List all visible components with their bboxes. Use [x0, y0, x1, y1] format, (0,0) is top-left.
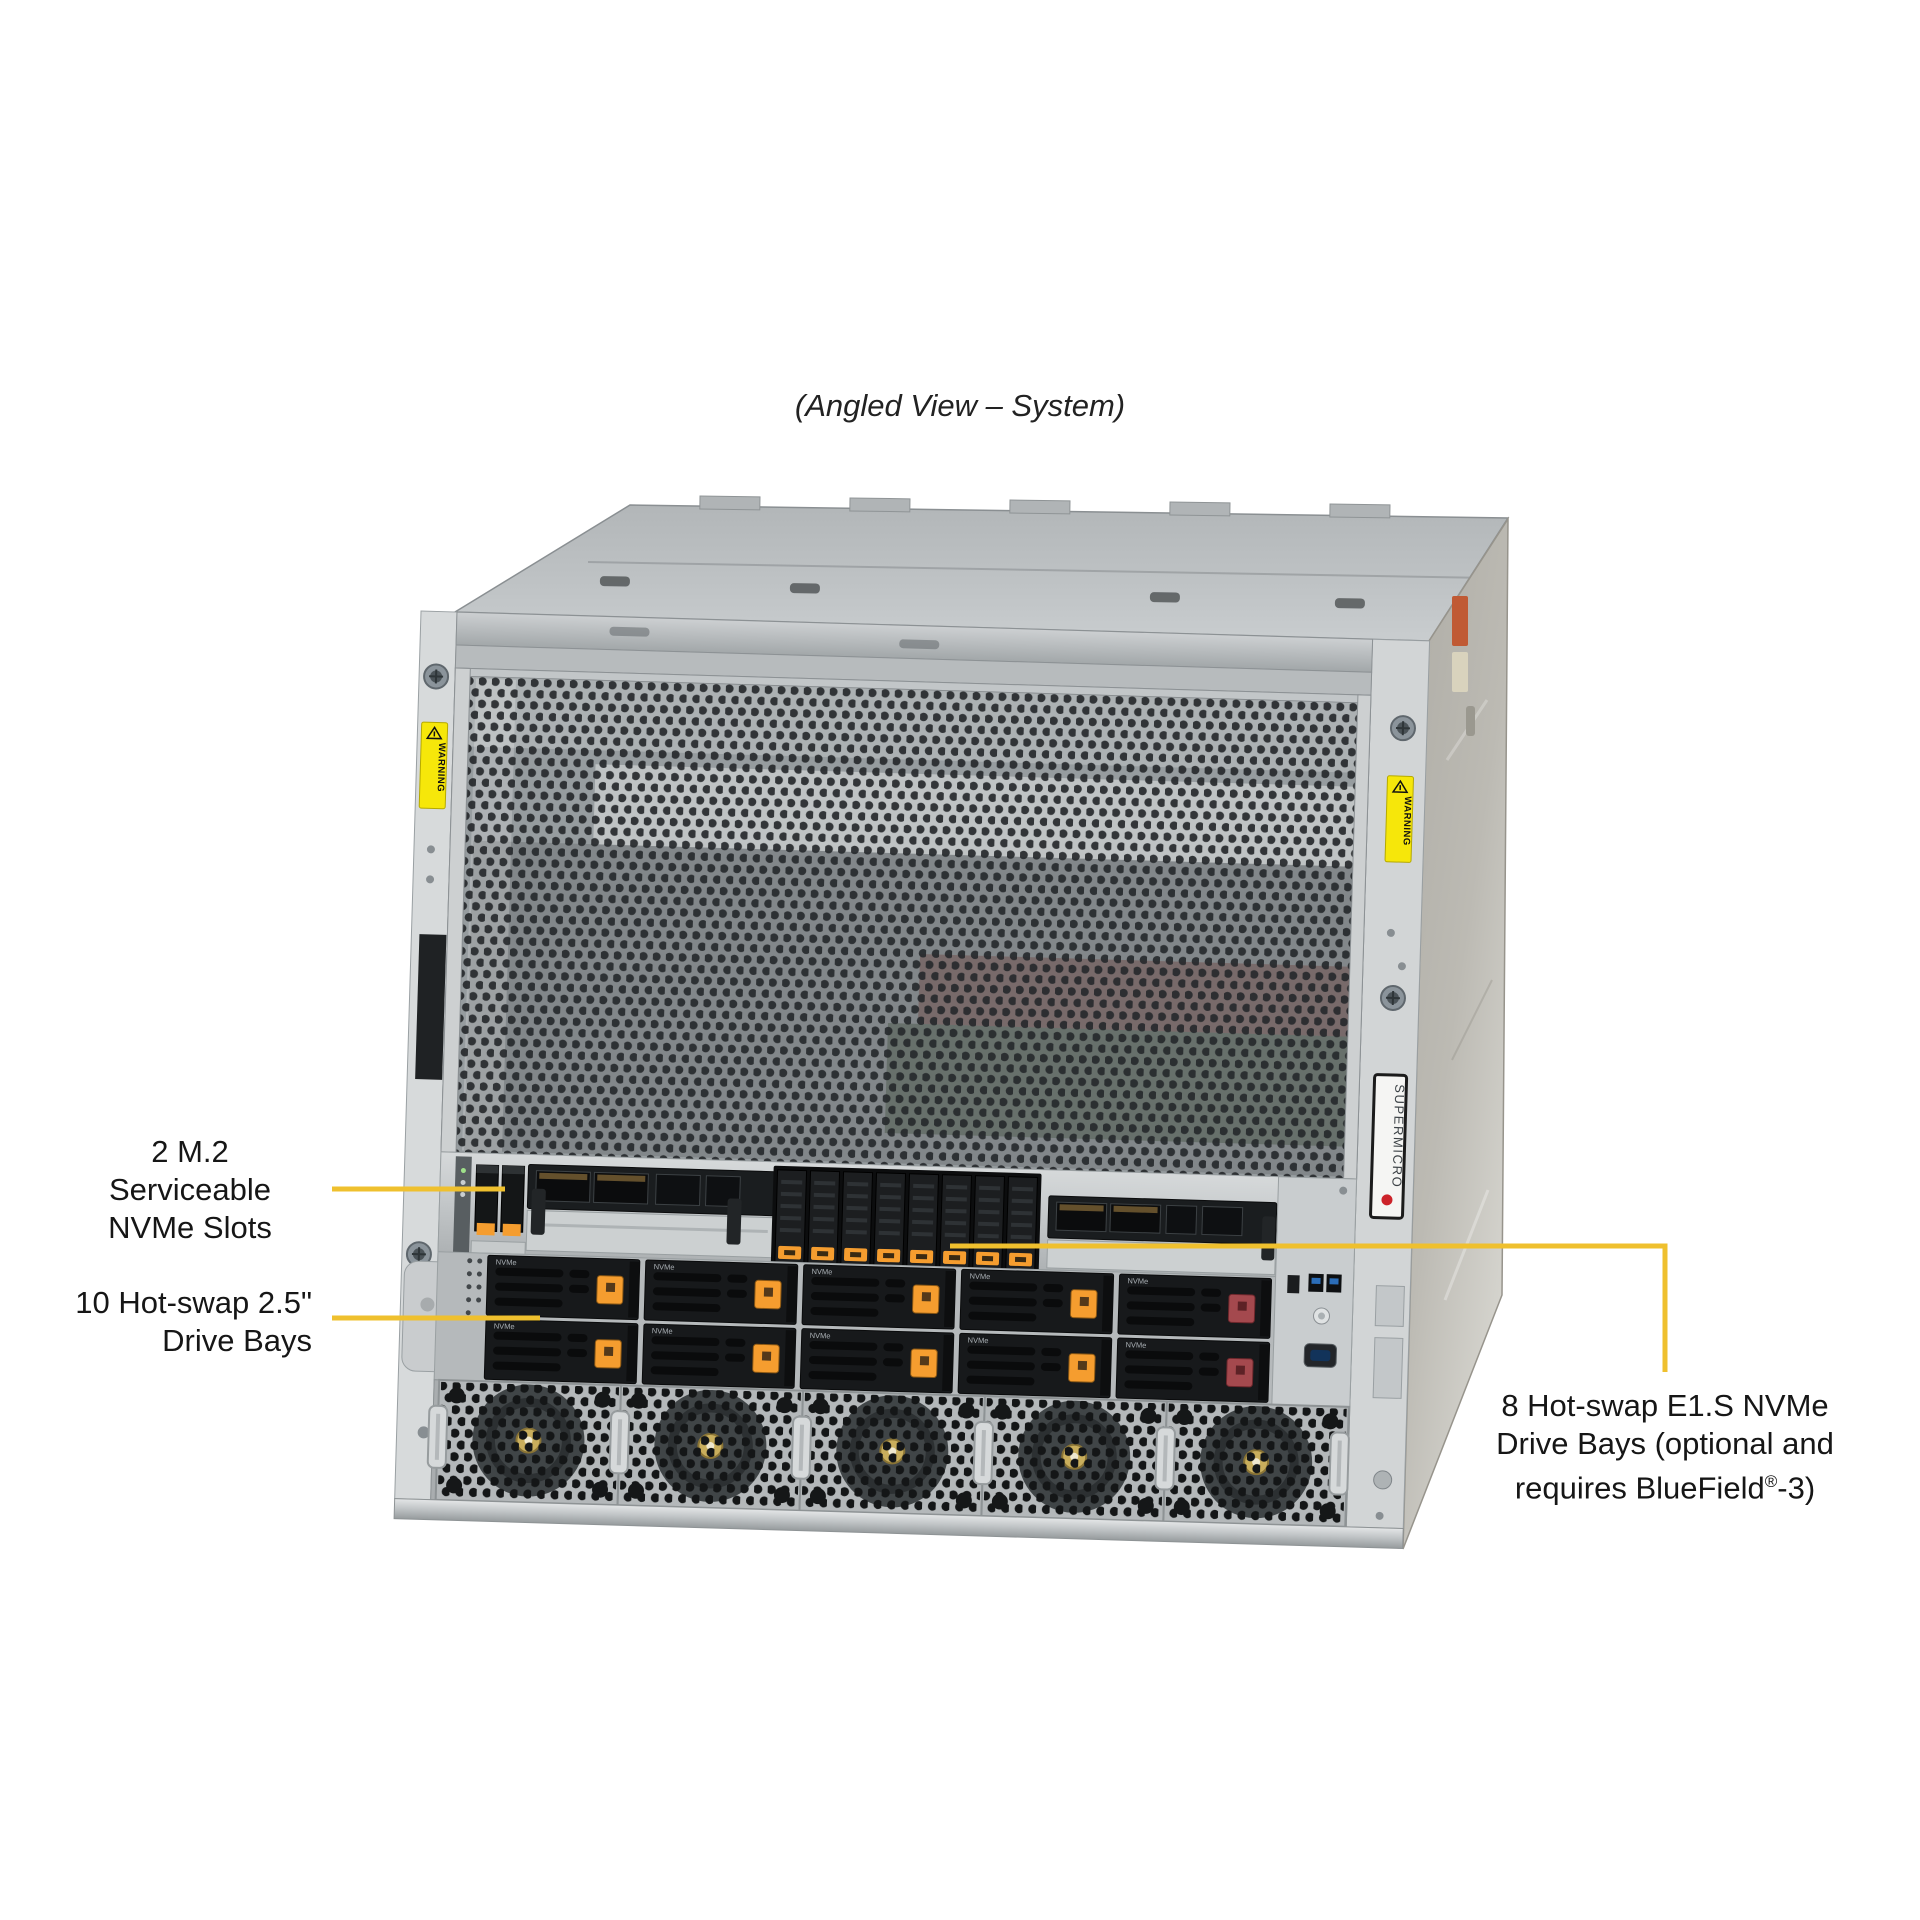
drive-tray [641, 1323, 797, 1389]
side-spec-label-2 [1452, 652, 1468, 692]
front-panel-leds [465, 1258, 483, 1316]
e1s-drive [906, 1173, 940, 1268]
fan-handle [1327, 1430, 1352, 1497]
drive-tray [485, 1254, 641, 1321]
fan-handle [425, 1403, 450, 1471]
registered-mark: ® [1764, 1472, 1778, 1491]
side-spec-label [1452, 596, 1468, 646]
fan-module [1163, 1401, 1348, 1526]
drive-tray [801, 1264, 957, 1330]
nic-latch [1261, 1216, 1276, 1261]
fan-module [618, 1385, 803, 1510]
nic-latch [530, 1188, 546, 1235]
drive-tray [799, 1328, 955, 1394]
top-panel-tabs [699, 495, 1391, 519]
e1s-drive [774, 1169, 808, 1264]
brand-label: SUPERMICRO [1369, 1073, 1409, 1220]
e1s-drive [840, 1171, 874, 1266]
side-latch-slot [1466, 706, 1475, 736]
led-strip [453, 1156, 472, 1253]
e1s-drive [972, 1175, 1005, 1270]
drive-tray [957, 1332, 1113, 1399]
nic-right [1046, 1195, 1278, 1276]
brand-dot [1381, 1194, 1393, 1206]
e1s-drive [873, 1172, 907, 1267]
chassis-front-panel: SUPERMICRO [393, 610, 1431, 1550]
drive-tray [1115, 1337, 1271, 1403]
fan-handle [607, 1408, 632, 1476]
io-right-column [1271, 1176, 1358, 1408]
bottom-rail [393, 1498, 1404, 1550]
callout-label-m2-line1: 2 M.2 [151, 1134, 229, 1169]
chassis-side-panel [1402, 516, 1509, 1550]
callout-label-e1s-line1: 8 Hot-swap E1.S NVMe [1501, 1388, 1829, 1423]
drive-bay-rows [433, 1176, 1358, 1408]
front-mesh-panel [440, 667, 1372, 1180]
fan-module [799, 1391, 984, 1516]
e1s-drive [939, 1174, 973, 1269]
nic-left [525, 1163, 777, 1259]
callout-line-e1s [950, 1243, 1668, 1372]
callout-label-m2: 2 M.2 Serviceable NVMe Slots [40, 1133, 340, 1247]
callout-label-drive-bays: 10 Hot-swap 2.5" Drive Bays [40, 1284, 312, 1360]
page-title: (Angled View – System) [794, 388, 1126, 423]
rack-ear-right: SUPERMICRO [1345, 638, 1431, 1530]
usb-ports [1308, 1273, 1342, 1293]
callout-label-m2-line2: Serviceable [109, 1172, 271, 1207]
ear-black-strip [415, 934, 447, 1080]
vga-port [1303, 1343, 1338, 1368]
m2-slot-1 [474, 1164, 500, 1233]
callout-lines [332, 1186, 1668, 1372]
callout-label-e1s: 8 Hot-swap E1.S NVMe Drive Bays (optiona… [1435, 1387, 1895, 1507]
callout-label-bays-line1: 10 Hot-swap 2.5" [75, 1285, 312, 1320]
fan-handle [971, 1419, 996, 1487]
warning-sticker [1384, 774, 1415, 864]
warning-sticker [418, 721, 449, 810]
fan-handle [1153, 1425, 1178, 1492]
fan-module [981, 1396, 1166, 1521]
e1s-drive [807, 1170, 841, 1265]
thumbscrew [1379, 984, 1407, 1012]
callout-label-e1s-line3: requires BlueField®-3) [1514, 1470, 1816, 1506]
callout-label-m2-line3: NVMe Slots [108, 1210, 272, 1245]
drive-tray [959, 1268, 1115, 1335]
callout-label-e1s-line2: Drive Bays (optional and [1496, 1426, 1834, 1461]
callout-label-bays-line2: Drive Bays [162, 1323, 312, 1358]
drive-tray [483, 1318, 639, 1385]
brand-text: SUPERMICRO [1389, 1084, 1407, 1189]
rack-ear-left [394, 610, 459, 1501]
fan-module [436, 1380, 621, 1505]
thumbscrew [422, 663, 450, 690]
m2-slot-2 [500, 1165, 526, 1233]
fan-handle [789, 1414, 814, 1481]
drive-tray [643, 1259, 799, 1325]
e1s-drive [1005, 1176, 1038, 1270]
io-latch [1287, 1274, 1300, 1294]
m2-slots [470, 1164, 526, 1255]
nic-latch [726, 1198, 742, 1245]
thumbscrew [1389, 714, 1417, 742]
drive-tray [1117, 1273, 1273, 1339]
